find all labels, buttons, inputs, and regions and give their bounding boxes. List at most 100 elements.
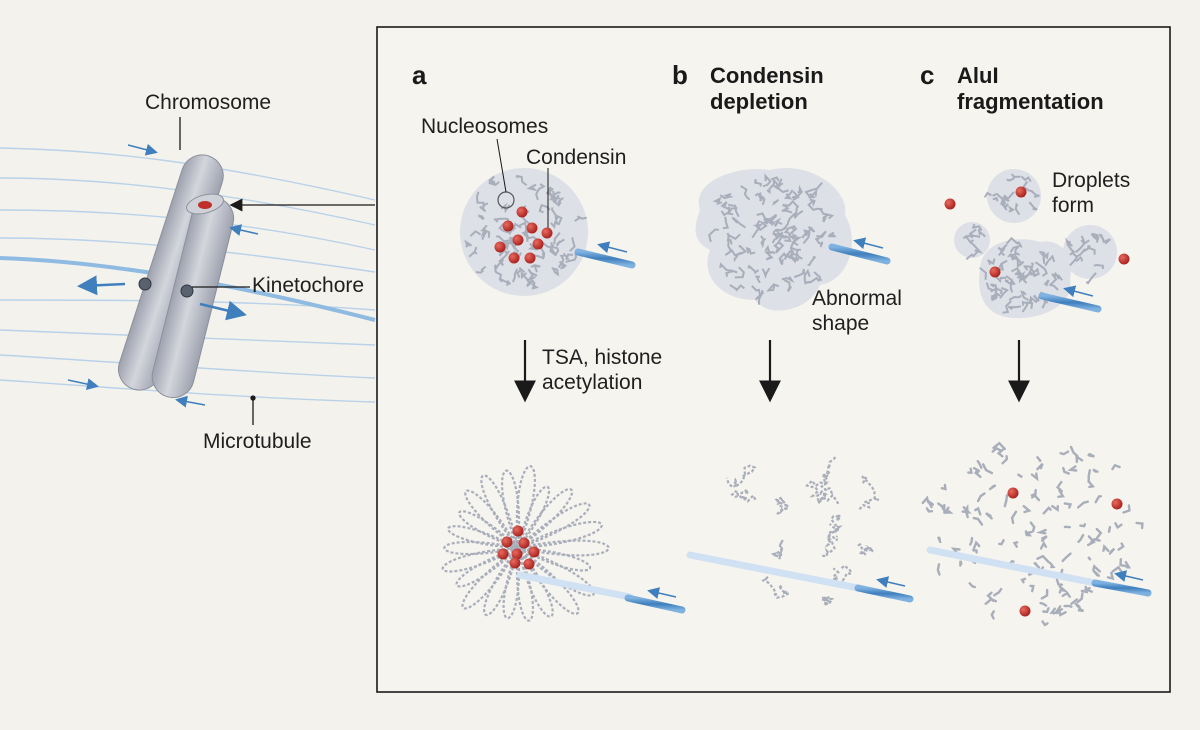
chromatin-strand [821,595,835,607]
chromatin-strand [967,467,973,474]
chromatin-a-bottom [441,465,610,622]
chromatin-strand [1077,608,1085,613]
panel-b-title-line1: Condensin [710,63,824,88]
chromatin-strand [1007,305,1022,310]
chromatin-strand [731,216,746,229]
chromatin-strand [475,191,485,208]
chromatin-strand [708,228,719,243]
chromatin-strand [791,190,800,201]
chromatin-strand [477,214,485,221]
chromatin-strand [1029,267,1040,278]
chromatin-strand [1048,561,1056,569]
droplets-label: Droplets form [1052,168,1130,218]
kinetochore-right [180,284,194,298]
chromatin-strand [1070,598,1079,606]
chromatin-strand [992,441,1006,451]
chromatin-strand [1075,248,1087,258]
chromatin-loop [517,502,591,550]
chromatin-loop [517,488,574,549]
panel-b-title-line2: depletion [710,89,808,115]
microtubule-a-top [574,241,636,269]
condensin-fragments-c-bottom [1007,487,1123,617]
droplets-line2: form [1052,194,1094,218]
chromatin-strand [1069,251,1079,267]
chromatin-strand [1002,300,1012,314]
chromatin-strand [976,492,986,503]
chromatin-strand [1001,455,1009,465]
chromatin-strand [969,536,974,546]
chromatin-strand [813,271,823,282]
chromatin-strand [999,246,1006,251]
chromatin-strand [1003,191,1015,199]
chromatin-strand [976,459,983,469]
chromatin-strand [475,265,487,274]
chromatin-strand [725,464,757,489]
chromatin-b-bottom [725,456,880,607]
chromatin-strand [558,260,568,270]
chromatin-strand [990,292,999,302]
chromatin-strand [1087,535,1096,547]
chromatin-strand [999,286,1010,299]
chromatin-strand [480,228,489,241]
chromatin-strand [521,230,531,240]
chromatin-strand [1062,466,1070,475]
chromatin-strand [498,250,510,267]
droplets-line1: Droplets [1052,169,1131,192]
chromatin-strand [1080,235,1086,245]
chromatin-strand [1010,510,1018,525]
chromatin-strand [548,244,560,257]
panel-c-title: AluI fragmentation [957,63,1104,116]
chromatin-strand [936,563,941,576]
chromatin-strand [1022,265,1035,273]
chromatin-strand [756,192,766,206]
chromatin-strand [1098,233,1105,244]
chromatin-strand [1122,504,1131,514]
chromatin-strand [815,490,840,505]
chromatin-strand [985,282,997,293]
microtubule-c-bottom [926,546,1152,597]
chromatin-strand [959,560,963,567]
chromatin-strand [751,223,763,239]
chromatin-strand [1094,495,1103,504]
chromatin-strand [1041,299,1049,309]
chromatin-strand [1030,472,1039,482]
chromatin-loop [458,510,519,550]
chromatin-strand [754,275,761,284]
chromatin-strand [569,237,576,252]
chromatin-strand [1087,556,1092,561]
chromatin-strand [814,237,824,248]
tsa-label: TSA, histone acetylation [542,345,662,395]
chromatin-strand [771,198,780,206]
chromatin-strand [807,225,816,233]
chromatin-loop [516,485,551,549]
chromatin-strand [804,182,823,199]
chromatin-strand [937,536,942,544]
chromatin-strand [1022,273,1030,284]
chromatin-strand [1103,238,1111,245]
chromatin-strand [1061,591,1071,598]
chromatin-strand [1075,256,1083,263]
chromatin-strand [793,268,806,279]
chromatin-strand [729,284,745,292]
chromatin-strand [724,240,733,256]
chromatin-strand [555,238,565,247]
chromatin-loop [483,547,520,616]
chromatin-strand [781,276,795,284]
chromatin-strand [1087,469,1091,483]
chromatin-strand [1111,463,1121,471]
chromatin-strand [816,230,827,241]
chromatin-strand [1048,273,1059,291]
movement-arrows [67,143,259,408]
chromatin-strand [819,207,835,220]
chromatin-strand [549,191,561,201]
chromatin-strand [782,200,799,208]
chromatin-strand [727,206,734,216]
chromatin-loop [500,469,521,549]
chromatin-loop [502,547,521,620]
chromatin-strand [764,215,777,224]
chromatin-strand [807,200,823,212]
chromatin-strand [822,523,843,558]
chromatin-strand [1107,526,1112,533]
chromatin-loop [515,465,536,549]
chromatin-strand [530,264,541,273]
